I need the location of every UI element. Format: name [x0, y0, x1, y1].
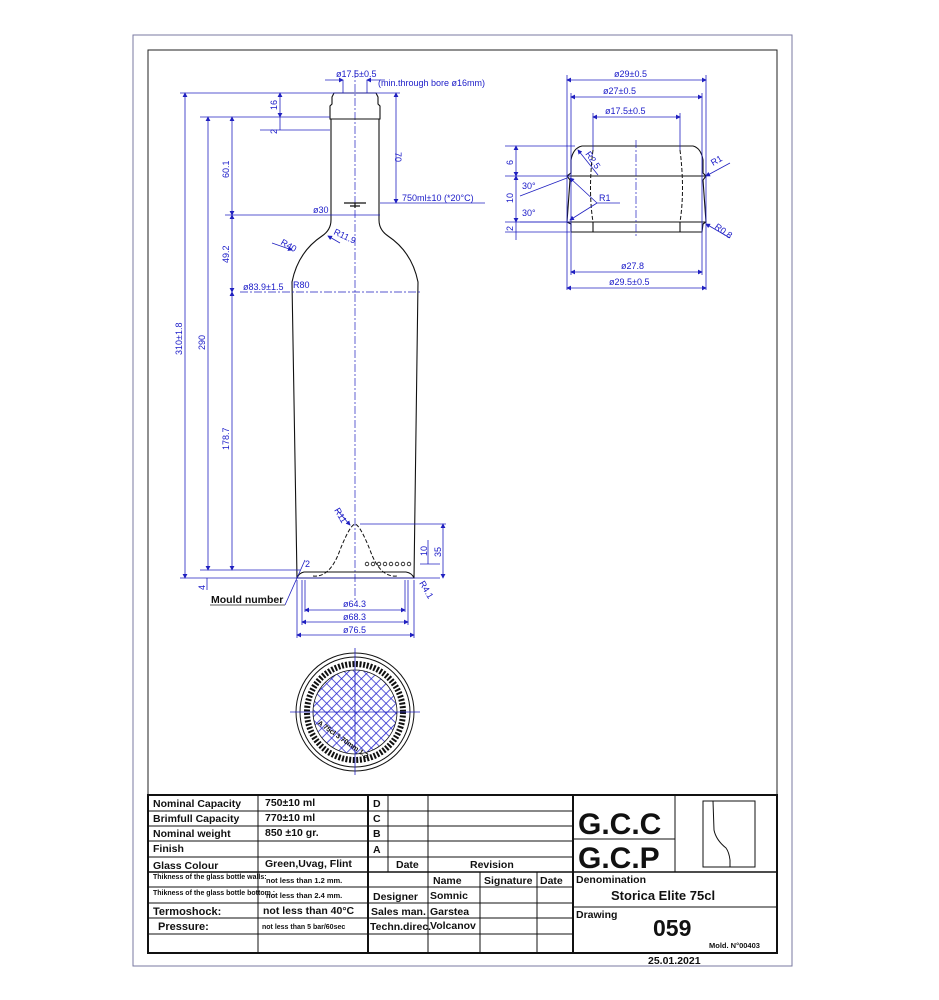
label: Thikness of the glass bottle walls:	[153, 874, 267, 881]
label: B	[373, 828, 381, 840]
finish-d17-label: ø17.5±0.5	[605, 106, 645, 116]
height-4-label: 4	[197, 585, 207, 590]
signature-table: Name Signature Date Designer Somnic Sales…	[370, 875, 563, 933]
label: Thikness of the glass bottle bottom :	[153, 890, 275, 897]
r1-inner-label: R1	[599, 193, 611, 203]
outer-border	[132, 34, 793, 967]
denomination-label: Denomination	[576, 874, 646, 886]
revision-table: D C B A Date Revision	[373, 798, 514, 871]
label: Finish	[153, 843, 184, 855]
drawing-date: 25.01.2021	[648, 955, 701, 967]
label: Nominal Capacity	[153, 798, 241, 810]
shoulder-radius-label: R40	[279, 237, 298, 254]
inner-border	[147, 49, 778, 954]
label: D	[373, 798, 381, 810]
height-178-7-label: 178.7	[221, 427, 231, 450]
label: A	[373, 844, 381, 856]
label: Brimfull Capacity	[153, 813, 240, 825]
body-diameter-label: ø83.9±1.5	[243, 282, 283, 292]
base-d64-label: ø64.3	[343, 599, 366, 609]
base-d76-label: ø76.5	[343, 625, 366, 635]
finish-d27-label: ø27±0.5	[603, 86, 636, 96]
height-49-2-label: 49.2	[221, 245, 231, 263]
label: Nominal weight	[153, 828, 231, 840]
body-radius-label: R80	[293, 280, 310, 290]
label: Termoshock:	[153, 906, 221, 918]
base-d68-label: ø68.3	[343, 612, 366, 622]
label: Green,Uvag, Flint	[265, 858, 352, 870]
finish-d29-label: ø29±0.5	[614, 69, 647, 79]
label: Glass Colour	[153, 860, 218, 872]
r0-8-label: R0.8	[713, 221, 734, 240]
label: Revision	[470, 859, 514, 871]
finish-h6-label: 6	[505, 160, 515, 165]
denomination-value: Storica Elite 75cl	[611, 888, 715, 903]
bore-label: (min.through bore ø16mm)	[378, 78, 485, 88]
finish-diameter-label: ø17.5±0.5	[336, 69, 376, 79]
label: Designer	[373, 891, 418, 903]
bottle-dimensions: ø17.5±0.5 (min.through bore ø16mm) 70 75…	[174, 69, 485, 638]
label: C	[373, 813, 381, 825]
neck-diameter-label: ø30	[313, 205, 329, 215]
finish-h2-label: 2	[505, 226, 515, 231]
spec-table: Nominal Capacity 750±10 ml Brimfull Capac…	[153, 797, 355, 933]
angle-2-label: 30°	[522, 208, 536, 218]
label: Sales man.	[371, 906, 426, 918]
bottle-sketch-icon	[712, 800, 731, 867]
label: not less than 2.4 mm.	[266, 891, 342, 900]
label: 770±10 ml	[265, 812, 315, 824]
total-height-label: 310±1.8	[174, 323, 184, 355]
finish-detail: ø29±0.5 ø27±0.5 ø17.5±0.5 ø27.8 ø29.5±0.…	[505, 69, 734, 291]
company-line2: G.C.P	[578, 842, 660, 875]
height-35-label: 35	[433, 547, 443, 557]
label: 750±10 ml	[265, 797, 315, 809]
angle-1-label: 30°	[522, 181, 536, 191]
company-line1: G.C.C	[578, 808, 661, 841]
label: not less than 40°C	[263, 905, 355, 917]
fill-height-label: 70	[393, 152, 403, 162]
fill-level-label: 750ml±10 (*20°C)	[402, 193, 474, 203]
label: Name	[433, 875, 462, 887]
finish-d27-8-label: ø27.8	[621, 261, 644, 271]
height-60-1-label: 60.1	[221, 160, 231, 178]
label: not less than 5 bar/60sec	[262, 924, 345, 931]
finish-h10-label: 10	[505, 193, 515, 203]
label: 850 ±10 gr.	[265, 827, 319, 839]
punt-radius-label: R11	[332, 506, 349, 525]
label: Date	[540, 875, 563, 887]
drawing-number: 059	[653, 915, 691, 941]
height-290-label: 290	[197, 335, 207, 350]
mould-digit: 2	[305, 559, 310, 569]
label: Volcanov	[430, 920, 476, 932]
height-2-label: 2	[269, 129, 279, 134]
base-view: A 75cl 3 70mm 1.2	[290, 648, 420, 775]
label: Date	[396, 859, 419, 871]
r1-outer-label: R1	[709, 153, 724, 167]
height-10-label: 10	[419, 546, 429, 556]
drawing-label: Drawing	[576, 909, 617, 921]
bottle-elevation	[291, 70, 419, 600]
neck-radius-label: R11.9	[332, 227, 357, 246]
label: Somnic	[430, 890, 468, 902]
mould-number-label: Mould number	[211, 594, 283, 606]
label: Techn.direc.	[370, 921, 431, 933]
finish-d29-5-label: ø29.5±0.5	[609, 277, 649, 287]
heel-radius-label: R4.1	[417, 579, 435, 600]
label: Signature	[484, 875, 533, 887]
label: Garstea	[430, 906, 469, 918]
height-16-label: 16	[269, 100, 279, 110]
label: not less than 1.2 mm.	[266, 876, 342, 885]
label: Pressure:	[158, 921, 209, 933]
title-block: Nominal Capacity 750±10 ml Brimfull Capac…	[147, 794, 778, 967]
mold-number: Mold. N°00403	[709, 941, 760, 950]
